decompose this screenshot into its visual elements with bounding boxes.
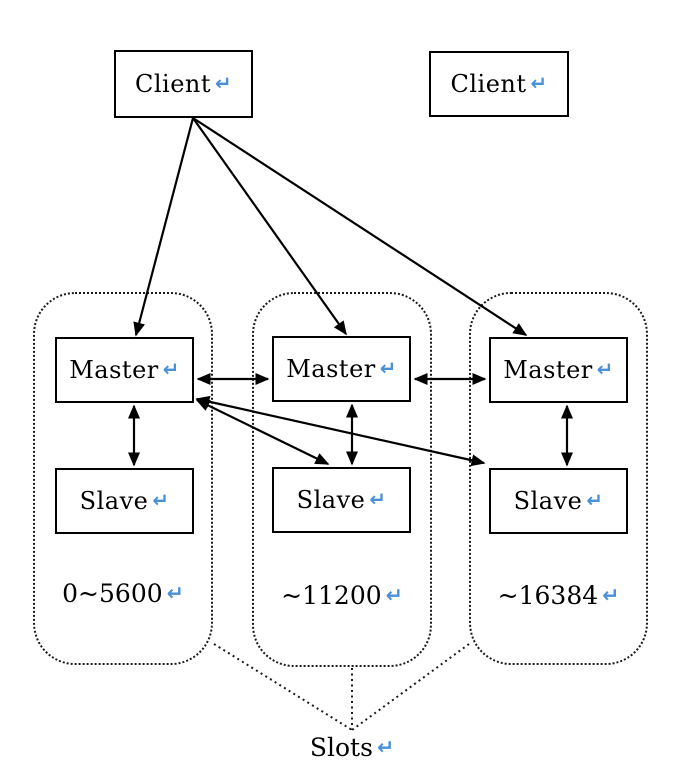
slave-box-3: Slave↵	[489, 468, 628, 534]
slave-box-1: Slave↵	[55, 468, 194, 534]
return-mark-icon: ↵	[162, 358, 180, 382]
slave-label-3: Slave	[513, 487, 583, 515]
return-mark-icon: ↵	[215, 72, 232, 96]
return-mark-icon: ↵	[385, 582, 403, 607]
client-label-2: Client	[450, 70, 527, 98]
client-box-1: Client↵	[114, 50, 253, 118]
return-mark-icon: ↵	[379, 357, 397, 381]
return-mark-icon: ↵	[530, 72, 548, 96]
client-box-2: Client↵	[429, 51, 569, 117]
slot-range-text-2: ~11200	[281, 580, 382, 610]
master-label-2: Master	[286, 355, 376, 383]
master-box-1: Master↵	[55, 337, 194, 403]
slot-range-text-3: ~16384	[497, 580, 599, 610]
return-mark-icon: ↵	[376, 734, 395, 759]
master-box-3: Master↵	[489, 337, 628, 403]
return-mark-icon: ↵	[166, 580, 184, 605]
slot-range-text-1: 0~5600	[62, 578, 163, 608]
shard-group-3	[469, 292, 648, 665]
slot-range-label-2: ~11200↵	[252, 580, 432, 610]
client-label-1: Client	[134, 70, 212, 98]
slave-label-2: Slave	[296, 486, 366, 514]
return-mark-icon: ↵	[596, 358, 614, 382]
slots-caption: Slots↵	[252, 731, 452, 763]
slot-range-label-3: ~16384↵	[469, 580, 648, 610]
return-mark-icon: ↵	[152, 489, 170, 513]
return-mark-icon: ↵	[369, 488, 387, 512]
slot-range-label-1: 0~5600↵	[33, 578, 213, 608]
return-mark-icon: ↵	[586, 489, 604, 513]
slave-label-1: Slave	[79, 487, 149, 515]
master-label-3: Master	[503, 356, 593, 384]
slave-box-2: Slave↵	[272, 467, 411, 533]
return-mark-icon: ↵	[602, 582, 620, 607]
master-box-2: Master↵	[272, 336, 411, 402]
shard-group-1	[33, 292, 213, 665]
slots-caption-text: Slots	[309, 732, 373, 762]
master-label-1: Master	[69, 356, 159, 384]
